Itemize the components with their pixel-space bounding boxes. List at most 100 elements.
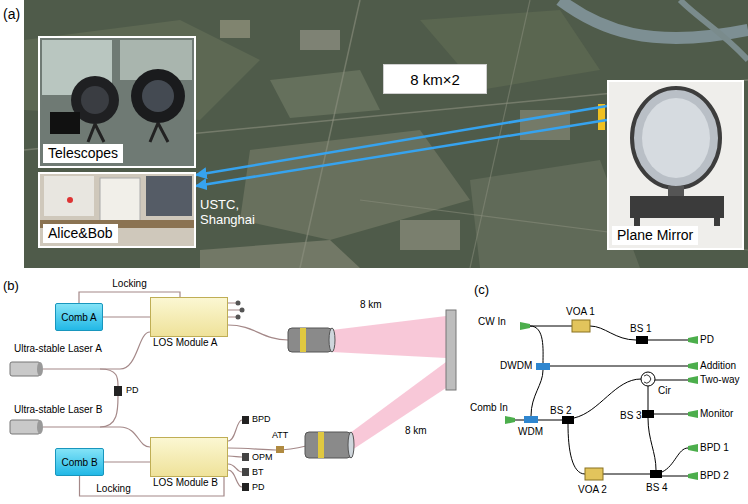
lab-photo (100, 178, 140, 222)
satellite-map (220, 20, 250, 38)
node-label: Comb A (61, 312, 97, 323)
fiber-component (536, 363, 550, 370)
fiber-component (572, 320, 590, 332)
telescopes-photo (50, 112, 80, 134)
telescope-icon (348, 432, 354, 458)
fiber-network (530, 326, 543, 363)
mirror-photo (607, 80, 744, 250)
part-label: CW In (478, 316, 506, 328)
satellite-map (300, 0, 360, 268)
photo-inset: Alice&Bob (38, 172, 196, 248)
laser-icon (37, 420, 43, 434)
panel-label: (a) (3, 6, 20, 22)
satellite-map (680, 0, 748, 60)
fiber-port (505, 416, 515, 424)
free-space-beam (346, 362, 446, 450)
laser-icon (10, 362, 43, 434)
panel-label: (b) (3, 279, 19, 294)
fiber-port (688, 362, 698, 370)
telescope-icon (288, 328, 354, 458)
fiber-port (520, 322, 530, 330)
part-label: BS 1 (630, 323, 652, 335)
mirror-photo (630, 196, 724, 218)
telescopes-photo (38, 36, 196, 168)
fiber-network (648, 340, 688, 341)
link-arrow (196, 106, 607, 175)
fiber-connector (104, 461, 150, 462)
telescope-icon (288, 328, 332, 352)
fiber-port (688, 444, 698, 452)
fiber-line (228, 446, 306, 450)
fiber-network (568, 424, 585, 474)
part-label: VOA 1 (566, 306, 595, 318)
part-label: USTC, Shanghai (200, 198, 264, 228)
fiber-component (636, 336, 648, 344)
fiber-network (662, 476, 688, 477)
fiber-line (228, 420, 242, 441)
part-label: BPD 1 (700, 442, 729, 454)
free-space-beam (332, 316, 446, 358)
lab-photo (146, 176, 192, 216)
fiber-line (228, 325, 288, 340)
fiber-port (688, 472, 698, 480)
part-label: 8 km (360, 299, 382, 311)
fiber-line (100, 396, 118, 427)
fiber-network (538, 420, 562, 421)
telescopes-photo (38, 36, 196, 168)
fiber-component (562, 416, 574, 424)
part-label: BPD (252, 414, 271, 424)
fiber-component (641, 372, 655, 386)
part-label: BT (252, 467, 264, 477)
telescopes-photo (131, 69, 185, 123)
telescope-icon (300, 328, 306, 352)
mirror-photo (668, 186, 684, 196)
fiber-network (662, 448, 688, 472)
telescope-icon (329, 328, 335, 352)
part-label: OPM (252, 452, 273, 462)
part-label: Addition (700, 360, 736, 372)
optical-parts (236, 301, 241, 306)
part-label: Ultra-stable Laser A (14, 343, 102, 355)
part-label: Two-way (700, 374, 739, 386)
part-label: 8 km (405, 425, 427, 437)
optical-parts (242, 483, 249, 491)
part-label: BS 2 (550, 405, 572, 417)
fiber-network (648, 418, 656, 470)
fiber-network (531, 370, 543, 416)
fiber-component (642, 410, 654, 418)
fiber-component (585, 468, 603, 480)
telescopes-photo (142, 80, 174, 112)
fiber-network (590, 326, 636, 340)
link-arrow (196, 120, 607, 186)
optical-parts (242, 416, 249, 424)
fiber-port (688, 336, 698, 344)
part-label: BS 4 (646, 482, 668, 494)
fiber-connector (103, 316, 150, 317)
comb-box: Comb B (55, 448, 104, 476)
optical-parts (240, 308, 245, 313)
mirror-photo (607, 80, 744, 250)
telescopes-photo (81, 86, 109, 114)
part-label: VOA 2 (578, 484, 607, 496)
satellite-map (200, 240, 360, 268)
telescopes-photo (88, 123, 168, 142)
part-label: Comb In (470, 402, 508, 414)
fiber-component (524, 320, 662, 480)
fiber-line (228, 456, 242, 457)
satellite-map (24, 0, 748, 268)
fiber-component (644, 375, 651, 383)
module-box: LOS Module A (150, 297, 228, 337)
fiber-line (43, 427, 150, 447)
photo-inset: Telescopes (38, 36, 196, 168)
laser-icon (10, 362, 40, 376)
fiber-network (515, 326, 688, 476)
part-label: Cir (658, 385, 671, 397)
node-label: Comb B (61, 457, 97, 468)
node-label: LOS Module B (153, 477, 218, 489)
fiber-component (524, 416, 538, 423)
optical-parts (276, 446, 284, 453)
fiber-component (650, 470, 662, 478)
mirror-photo (714, 218, 720, 226)
node-label: Alice&Bob (43, 224, 118, 243)
